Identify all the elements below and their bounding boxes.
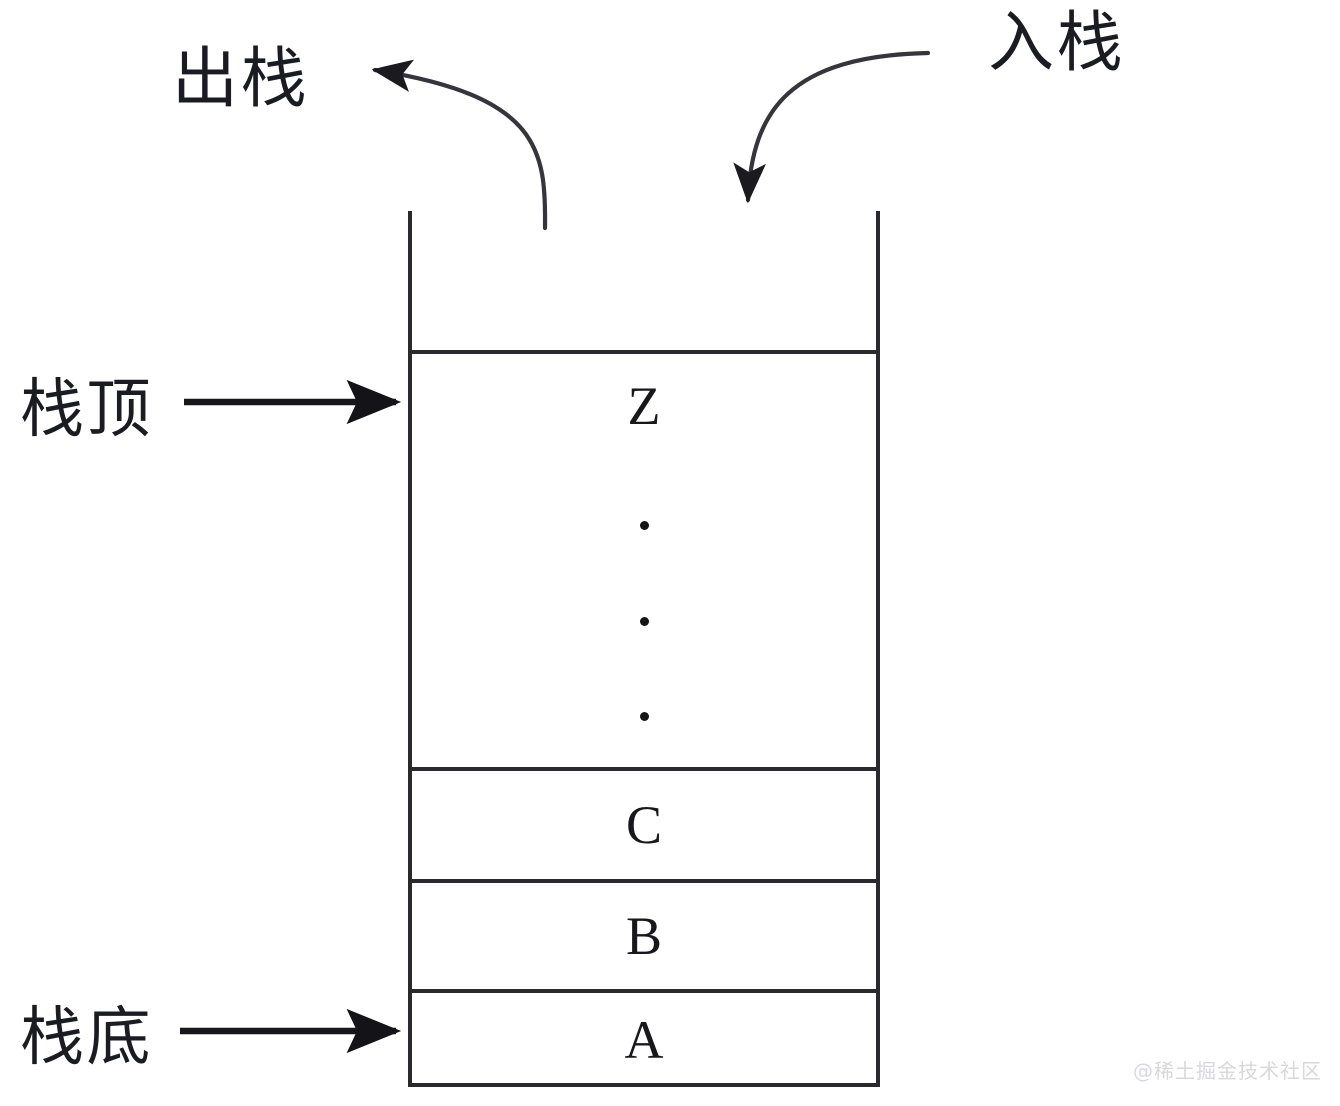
- stack-cell-b: B: [408, 879, 880, 989]
- push-label: 入栈: [988, 4, 1126, 81]
- stack-cell-a: A: [408, 989, 880, 1087]
- watermark: @稀土掘金技术社区: [1133, 1059, 1322, 1083]
- stack-container: Z C B A: [408, 211, 880, 1087]
- stack-left-wall: [408, 211, 412, 1087]
- stack-cell-value: C: [625, 795, 663, 855]
- stack-cell-value: Z: [627, 376, 661, 436]
- ellipsis-dot: [639, 616, 649, 626]
- stack-cell-value: B: [625, 906, 663, 966]
- stack-cell-value: A: [624, 1010, 664, 1070]
- stack-right-wall: [876, 211, 880, 1087]
- pop-curved-arrow-left-icon: [371, 59, 548, 231]
- stack-cell-c: C: [408, 767, 880, 879]
- stack-floor: [408, 1083, 880, 1087]
- stack-bottom-label: 栈底: [20, 1001, 154, 1075]
- stack-top-label: 栈顶: [20, 373, 154, 447]
- stack-cell-z: Z: [408, 350, 880, 458]
- push-curved-arrow-down-icon: [733, 50, 931, 204]
- ellipsis-dot: [639, 521, 649, 530]
- ellipsis-dot: [639, 712, 649, 721]
- pop-label: 出栈: [172, 40, 310, 117]
- stack-ellipsis-dots: [408, 521, 880, 721]
